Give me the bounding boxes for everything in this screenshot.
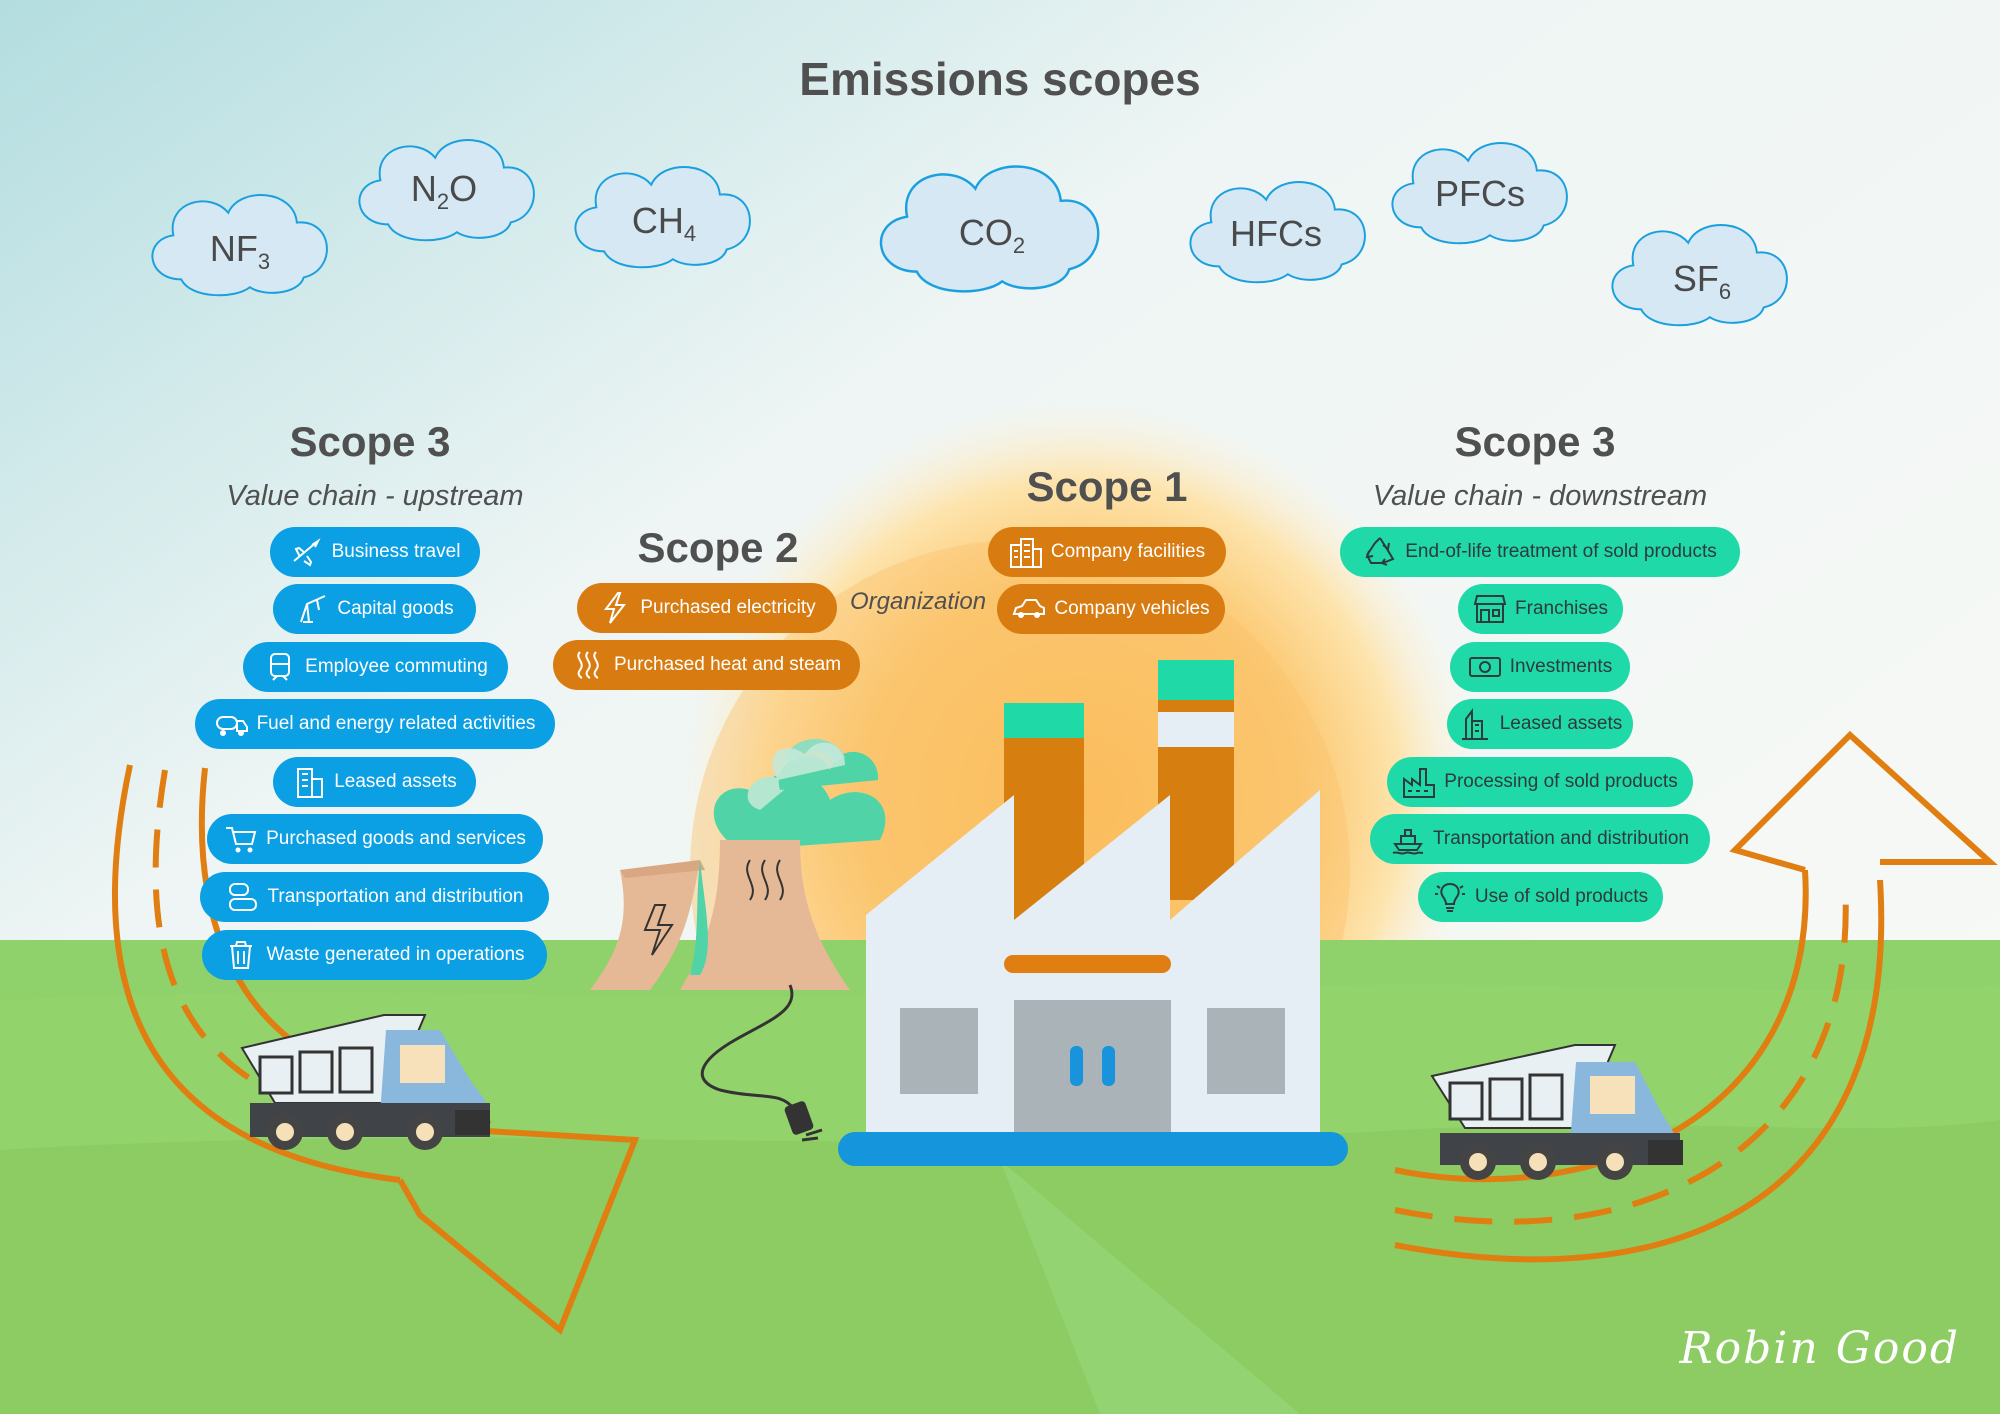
money-icon bbox=[1468, 650, 1502, 684]
item-label: Purchased goods and services bbox=[266, 828, 526, 849]
gas-label: PFCs bbox=[1435, 173, 1525, 214]
item-label: Transportation and distribution bbox=[267, 886, 524, 907]
item-label: Purchased electricity bbox=[640, 597, 816, 618]
item-label: Franchises bbox=[1515, 598, 1608, 619]
item-label: Investments bbox=[1509, 656, 1613, 677]
factory-icon bbox=[1402, 765, 1436, 799]
item-label: Waste generated in operations bbox=[266, 944, 525, 965]
airplane-icon bbox=[290, 535, 324, 569]
item-label: Purchased heat and steam bbox=[613, 654, 842, 675]
downstream-item: Transportation and distribution bbox=[1370, 814, 1710, 864]
downstream-item: Use of sold products bbox=[1418, 872, 1663, 922]
item-label: Leased assets bbox=[1499, 713, 1623, 734]
gas-label: CO2 bbox=[958, 212, 1026, 259]
scope2-item: Purchased electricity bbox=[577, 583, 837, 633]
item-label: Processing of sold products bbox=[1444, 771, 1678, 792]
downstream-item: Investments bbox=[1450, 642, 1630, 692]
scope2-item: Purchased heat and steam bbox=[553, 640, 860, 690]
factory-icon bbox=[838, 660, 1348, 1166]
signature-logo: Robin Good bbox=[1679, 1323, 1960, 1374]
gas-label: CH4 bbox=[631, 200, 697, 247]
scope3-downstream-heading: Scope 3 bbox=[1454, 418, 1616, 465]
crane-icon bbox=[295, 592, 329, 626]
heat-waves-icon bbox=[572, 648, 606, 682]
scope1-heading: Scope 1 bbox=[1026, 463, 1188, 510]
item-label: Company facilities bbox=[1050, 541, 1206, 562]
scope2-heading: Scope 2 bbox=[637, 524, 799, 571]
power-plant-icon bbox=[590, 739, 886, 1142]
gas-label: NF3 bbox=[209, 228, 271, 275]
grass-front bbox=[0, 1120, 2000, 1414]
upstream-truck-icon bbox=[240, 1014, 490, 1150]
skyscraper-icon bbox=[1458, 707, 1492, 741]
trash-icon bbox=[224, 938, 258, 972]
lightning-icon bbox=[598, 591, 632, 625]
gas-label: N2O bbox=[410, 168, 478, 215]
car-icon bbox=[1012, 592, 1046, 626]
organization-label: Organization bbox=[850, 588, 987, 615]
item-label: Fuel and energy related activities bbox=[256, 713, 536, 734]
shopping-cart-icon bbox=[224, 822, 258, 856]
downstream-item: End-of-life treatment of sold products bbox=[1340, 527, 1740, 577]
lightbulb-icon bbox=[1433, 880, 1467, 914]
grass-highlight bbox=[1000, 1160, 1300, 1414]
storefront-icon bbox=[1473, 592, 1507, 626]
scope3-upstream-subtitle: Value chain - upstream bbox=[226, 480, 524, 512]
upstream-item: Capital goods bbox=[273, 584, 476, 634]
item-label: Use of sold products bbox=[1474, 886, 1649, 907]
recycle-icon bbox=[1363, 535, 1397, 569]
item-label: End-of-life treatment of sold products bbox=[1405, 541, 1717, 562]
upstream-item: Fuel and energy related activities bbox=[195, 699, 555, 749]
upstream-item: Leased assets bbox=[273, 757, 476, 807]
upstream-item: Transportation and distribution bbox=[200, 872, 549, 922]
downstream-item: Leased assets bbox=[1447, 699, 1633, 749]
train-icon bbox=[263, 650, 297, 684]
upstream-item: Waste generated in operations bbox=[202, 930, 547, 980]
scope1-item: Company facilities bbox=[988, 527, 1226, 577]
facilities-icon bbox=[1009, 535, 1043, 569]
item-label: Transportation and distribution bbox=[1433, 828, 1689, 849]
item-label: Company vehicles bbox=[1054, 598, 1210, 619]
item-label: Business travel bbox=[331, 541, 461, 562]
gas-label: HFCs bbox=[1230, 213, 1322, 254]
page-title: Emissions scopes bbox=[799, 53, 1201, 105]
scope3-downstream-subtitle: Value chain - downstream bbox=[1372, 480, 1708, 512]
upstream-item: Employee commuting bbox=[243, 642, 508, 692]
upstream-item: Business travel bbox=[270, 527, 480, 577]
downstream-truck-icon bbox=[1430, 1044, 1683, 1180]
downstream-item: Processing of sold products bbox=[1387, 757, 1693, 807]
scope1-item: Company vehicles bbox=[997, 584, 1225, 634]
downstream-item: Franchises bbox=[1458, 584, 1623, 634]
scope3-upstream-heading: Scope 3 bbox=[289, 418, 451, 465]
containers-icon bbox=[226, 880, 260, 914]
upstream-item: Purchased goods and services bbox=[207, 814, 543, 864]
item-label: Employee commuting bbox=[305, 656, 488, 677]
item-label: Capital goods bbox=[337, 598, 454, 619]
gas-label: SF6 bbox=[1672, 258, 1732, 305]
item-label: Leased assets bbox=[334, 771, 457, 792]
ship-icon bbox=[1391, 822, 1425, 856]
building-icon bbox=[292, 765, 326, 799]
tanker-truck-icon bbox=[215, 707, 249, 741]
